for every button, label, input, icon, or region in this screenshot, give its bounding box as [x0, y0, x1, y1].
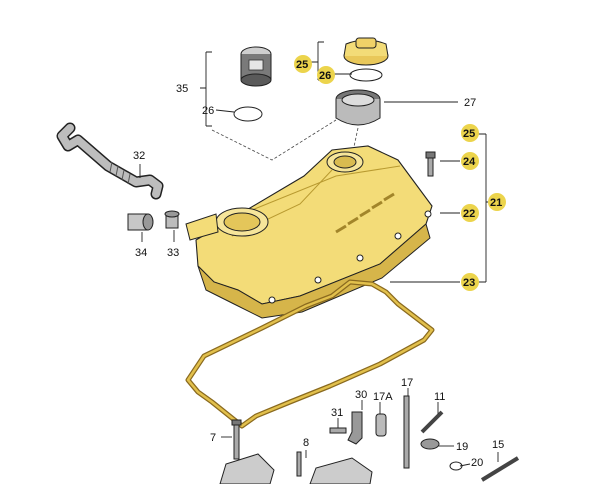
svg-text:34: 34: [135, 247, 147, 259]
svg-text:35: 35: [176, 83, 188, 95]
callout-21: 21: [488, 193, 506, 211]
callout-20: 20: [471, 457, 483, 469]
callout-19: 19: [456, 441, 468, 453]
callout-30: 30: [355, 389, 367, 401]
callout-23: 23: [461, 273, 479, 291]
svg-text:21: 21: [490, 197, 502, 209]
callout-24: 24: [461, 152, 479, 170]
callout-34: 34: [135, 247, 147, 259]
svg-text:30: 30: [355, 389, 367, 401]
svg-text:8: 8: [303, 437, 309, 449]
svg-text:24: 24: [463, 156, 476, 168]
breather-hose-part: [56, 122, 164, 200]
sleeve-part: [127, 213, 154, 231]
seal-ring-part: [233, 106, 263, 122]
svg-text:22: 22: [463, 208, 475, 220]
svg-text:31: 31: [331, 407, 343, 419]
callout-33: 33: [167, 247, 179, 259]
callout-25-highlight: 25: [294, 55, 312, 73]
svg-text:27: 27: [464, 97, 476, 109]
callout-32: 32: [133, 150, 145, 162]
svg-text:17: 17: [401, 377, 413, 389]
callout-17: 17: [401, 377, 413, 389]
callout-26-top: 26: [202, 105, 214, 117]
svg-text:19: 19: [456, 441, 468, 453]
clamp-part: [164, 210, 180, 229]
svg-text:25: 25: [296, 59, 308, 71]
svg-text:23: 23: [463, 277, 475, 289]
svg-text:17A: 17A: [373, 391, 393, 403]
valve-cover-part: [185, 145, 433, 319]
svg-text:7: 7: [210, 432, 216, 444]
callout-15: 15: [492, 439, 504, 451]
svg-text:20: 20: [471, 457, 483, 469]
lower-parts-group: [219, 395, 520, 484]
oil-cap-part: [343, 37, 389, 66]
callout-8: 8: [303, 437, 309, 449]
callout-35: 35: [176, 83, 188, 95]
cap-seal-part: [349, 68, 383, 82]
rubber-ring-part: [335, 89, 381, 126]
callout-11: 11: [434, 391, 445, 403]
svg-text:26: 26: [319, 70, 331, 82]
callout-17a: 17A: [373, 391, 393, 403]
filler-neck-part: [240, 46, 272, 87]
oil-filler-cap-assembly: [233, 37, 389, 126]
svg-text:15: 15: [492, 439, 504, 451]
callout-27: 27: [464, 97, 476, 109]
svg-text:33: 33: [167, 247, 179, 259]
svg-text:25: 25: [463, 128, 475, 140]
bolt-part: [425, 151, 436, 177]
svg-text:11: 11: [434, 391, 445, 403]
svg-text:32: 32: [133, 150, 145, 162]
callout-7: 7: [210, 432, 216, 444]
callout-25-right: 25: [461, 124, 479, 142]
callout-22: 22: [461, 204, 479, 222]
callout-26-highlight: 26: [317, 66, 335, 84]
svg-text:26: 26: [202, 105, 214, 117]
callout-31: 31: [331, 407, 343, 419]
